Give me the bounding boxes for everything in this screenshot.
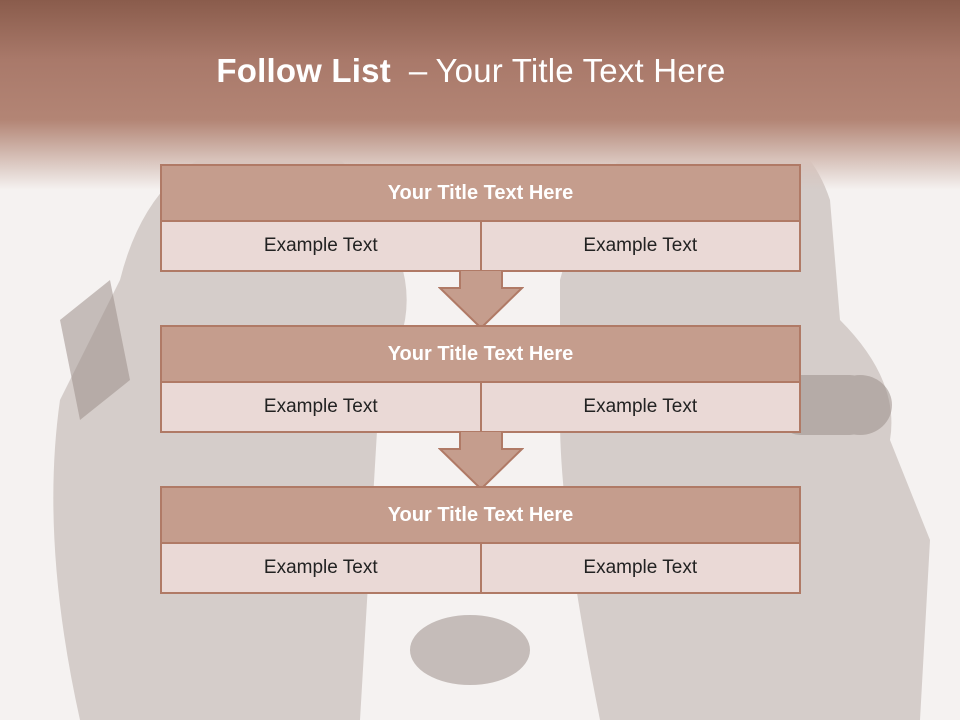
follow-list-block: Your Title Text Here Example Text Exampl…	[160, 486, 801, 594]
slide-title-separator: –	[408, 52, 428, 89]
slide-title-bold: Follow List	[216, 52, 391, 89]
follow-list-block: Your Title Text Here Example Text Exampl…	[160, 164, 801, 272]
slide-title: Follow List–Your Title Text Here	[0, 52, 942, 90]
header-band	[0, 0, 960, 190]
follow-list-block: Your Title Text Here Example Text Exampl…	[160, 325, 801, 433]
block-cell-left[interactable]: Example Text	[160, 383, 482, 433]
down-arrow-icon	[438, 431, 524, 491]
block-cell-left[interactable]: Example Text	[160, 222, 482, 272]
block-title[interactable]: Your Title Text Here	[160, 164, 801, 222]
slide-title-rest: Your Title Text Here	[435, 52, 726, 89]
block-row: Example Text Example Text	[160, 222, 801, 272]
block-cell-right[interactable]: Example Text	[481, 544, 801, 594]
down-arrow-icon	[438, 270, 524, 330]
block-row: Example Text Example Text	[160, 544, 801, 594]
block-cell-left[interactable]: Example Text	[160, 544, 482, 594]
block-row: Example Text Example Text	[160, 383, 801, 433]
block-title[interactable]: Your Title Text Here	[160, 486, 801, 544]
block-cell-right[interactable]: Example Text	[481, 222, 801, 272]
block-cell-right[interactable]: Example Text	[481, 383, 801, 433]
block-title[interactable]: Your Title Text Here	[160, 325, 801, 383]
